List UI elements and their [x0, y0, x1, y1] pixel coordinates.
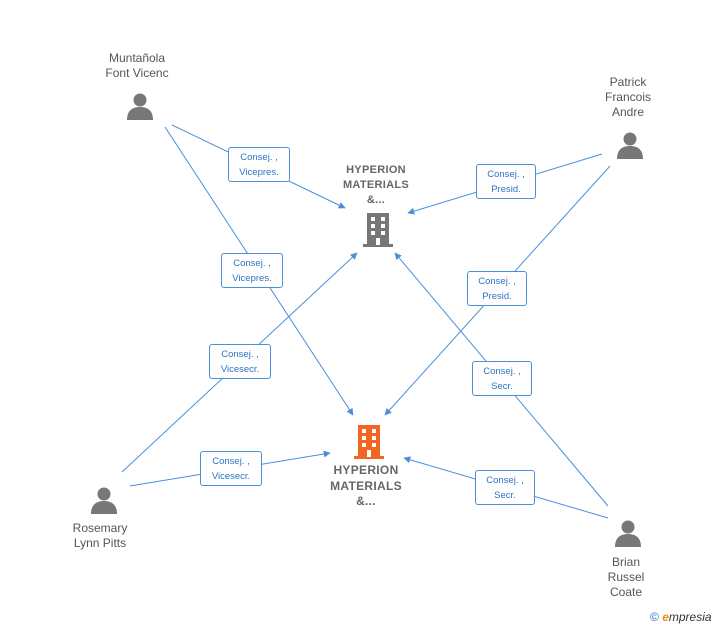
footer-brand[interactable]: © empresia: [650, 610, 712, 624]
edge-label-e4[interactable]: Consej. , Presid.: [467, 271, 527, 306]
role-line: Presid.: [482, 291, 512, 302]
brand-logo: empresia: [662, 610, 711, 624]
role-line: Consej. ,: [483, 366, 521, 377]
role-line: Vicesecr.: [211, 471, 251, 482]
person-icon[interactable]: [613, 519, 643, 547]
person-name-line: Patrick: [609, 75, 647, 89]
person-name-line: Rosemary: [72, 521, 128, 535]
person-label-patrick[interactable]: Patrick Francois Andre: [578, 75, 678, 120]
edge-label-e7[interactable]: Consej. , Secr.: [472, 361, 532, 396]
person-name-line: Francois: [604, 90, 651, 104]
edge-label-e5[interactable]: Consej. , Vicesecr.: [209, 344, 271, 379]
role-line: Vicesecr.: [220, 364, 260, 375]
role-line: Secr.: [494, 490, 516, 501]
person-name-line: Andre: [611, 105, 645, 119]
role-line: Consej. ,: [212, 456, 250, 467]
company-name-line: HYPERION: [333, 463, 399, 477]
person-label-muntanola[interactable]: Muntañola Font Vicenc: [87, 51, 187, 81]
person-name-line: Coate: [609, 585, 643, 599]
role-line: Secr.: [491, 381, 513, 392]
building-icon[interactable]: [353, 425, 385, 459]
company-name-line: MATERIALS: [330, 478, 402, 493]
person-icon[interactable]: [125, 92, 155, 120]
edge-label-e8[interactable]: Consej. , Secr.: [475, 470, 535, 505]
company-label-bottom[interactable]: HYPERION MATERIALS &...: [316, 463, 416, 510]
role-line: Vicepres.: [232, 273, 272, 284]
company-name-line: &...: [366, 194, 386, 206]
company-name-line: MATERIALS: [342, 179, 410, 191]
brand-logo-e: e: [662, 610, 669, 624]
brand-logo-text: mpresia: [668, 610, 712, 624]
person-icon[interactable]: [89, 486, 119, 514]
role-line: Consej. ,: [233, 258, 271, 269]
person-name-line: Muntañola: [108, 51, 166, 65]
person-name-line: Font Vicenc: [105, 66, 169, 80]
person-label-rosemary[interactable]: Rosemary Lynn Pitts: [50, 521, 150, 551]
company-name-line: HYPERION: [346, 164, 406, 176]
edge-label-e3[interactable]: Consej. , Presid.: [476, 164, 536, 199]
role-line: Vicepres.: [239, 167, 279, 178]
company-label-top[interactable]: HYPERION MATERIALS &...: [326, 163, 426, 208]
person-name-line: Russel: [607, 570, 645, 584]
company-name-line: &...: [356, 494, 376, 508]
edge-label-e6[interactable]: Consej. , Vicesecr.: [200, 451, 262, 486]
person-label-brian[interactable]: Brian Russel Coate: [576, 555, 676, 600]
building-icon[interactable]: [362, 213, 394, 247]
edge-label-e1[interactable]: Consej. , Vicepres.: [228, 147, 290, 182]
person-name-line: Brian: [611, 555, 640, 569]
copyright-icon: ©: [650, 610, 659, 624]
role-line: Consej. ,: [240, 152, 278, 163]
person-icon[interactable]: [615, 131, 645, 159]
role-line: Consej. ,: [478, 276, 516, 287]
role-line: Consej. ,: [221, 349, 259, 360]
role-line: Presid.: [491, 184, 521, 195]
edge-label-e2[interactable]: Consej. , Vicepres.: [221, 253, 283, 288]
role-line: Consej. ,: [486, 475, 524, 486]
role-line: Consej. ,: [487, 169, 525, 180]
person-name-line: Lynn Pitts: [73, 536, 127, 550]
